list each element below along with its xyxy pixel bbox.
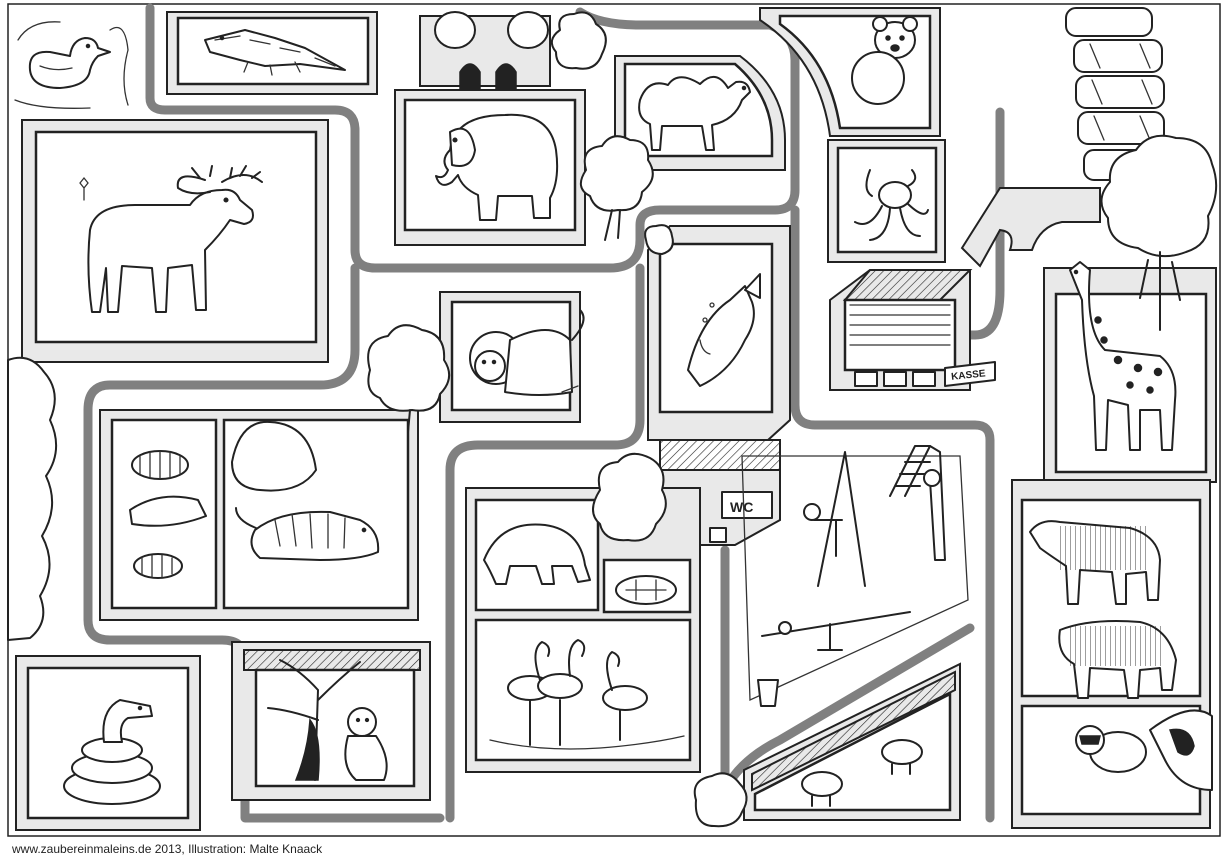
playground bbox=[741, 445, 969, 707]
duck-pond bbox=[14, 21, 129, 109]
kasse-sign: KASSE bbox=[951, 368, 987, 383]
moose-enclosure bbox=[21, 119, 329, 363]
tree bbox=[7, 356, 57, 641]
puma-turtle-flamingo-enclosure bbox=[465, 487, 701, 773]
camel-enclosure bbox=[614, 55, 786, 171]
ticket-booth: KASSE bbox=[829, 269, 996, 391]
tree bbox=[579, 135, 654, 241]
elephant-enclosure bbox=[394, 11, 586, 246]
credit-line: www.zaubereinmaleins.de 2013, Illustrati… bbox=[12, 842, 323, 856]
giraffe-enclosure bbox=[1043, 261, 1217, 483]
tree bbox=[367, 324, 451, 433]
tree bbox=[693, 772, 748, 828]
bear-enclosure bbox=[759, 7, 941, 137]
shark-enclosure bbox=[647, 225, 791, 441]
monkey-enclosure bbox=[231, 641, 431, 801]
tree bbox=[644, 224, 674, 255]
zebra-raccoon-enclosure bbox=[1011, 479, 1213, 829]
trees bbox=[7, 11, 1218, 828]
armadillo-tiger-enclosure bbox=[99, 409, 419, 621]
tree bbox=[1100, 134, 1218, 331]
octopus-enclosure bbox=[827, 139, 946, 263]
sheep-enclosure bbox=[743, 662, 961, 821]
entrance-gate bbox=[960, 187, 1101, 268]
crocodile-enclosure bbox=[166, 11, 378, 95]
tree bbox=[592, 452, 667, 542]
tree bbox=[550, 11, 607, 70]
lion-enclosure bbox=[439, 291, 585, 423]
wc-sign: WC bbox=[730, 499, 753, 515]
snake-enclosure bbox=[15, 655, 201, 831]
